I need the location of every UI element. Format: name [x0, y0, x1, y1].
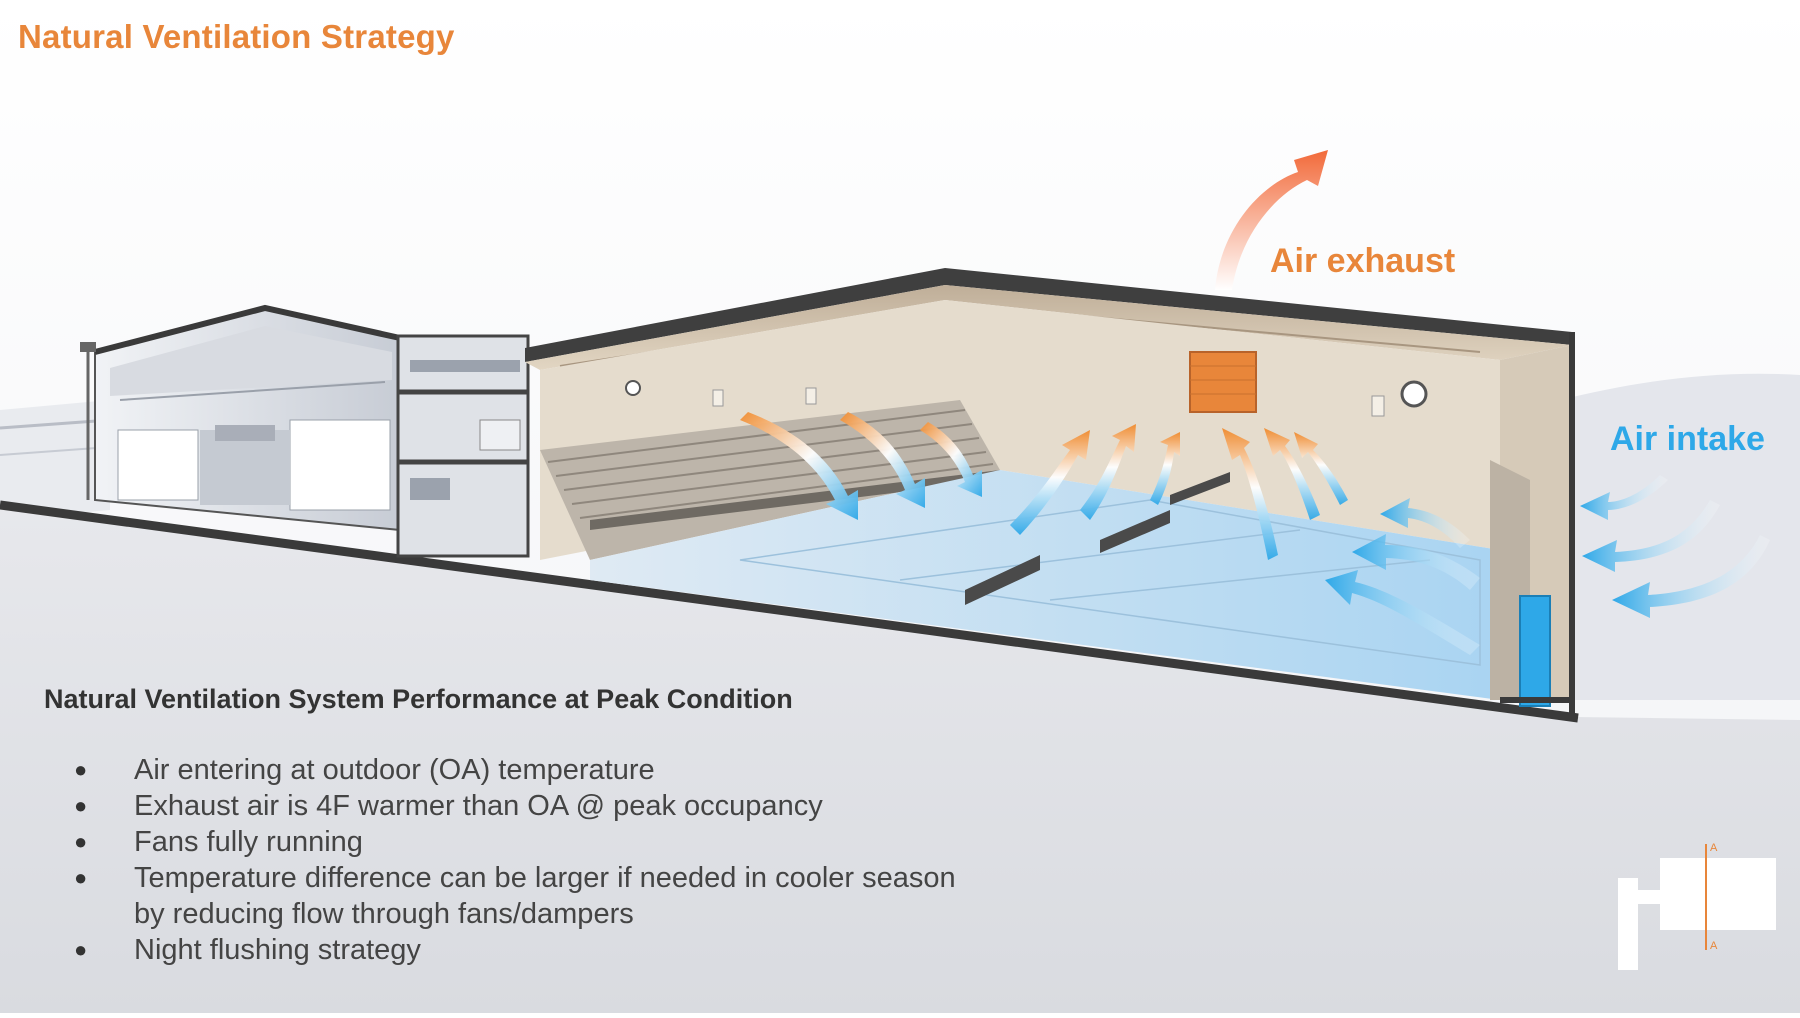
list-item: Night flushing strategy	[70, 932, 970, 968]
intake-louver	[1519, 595, 1551, 707]
section-mark-bottom: A	[1710, 940, 1718, 952]
left-gym-section	[80, 304, 401, 532]
air-exhaust-label: Air exhaust	[1270, 242, 1456, 280]
exhaust-louver	[1189, 351, 1257, 413]
performance-list: Air entering at outdoor (OA) temperature…	[70, 752, 970, 968]
intake-air-arrows	[1325, 475, 1770, 655]
descending-air-arrows	[740, 412, 982, 520]
air-intake-label: Air intake	[1610, 420, 1765, 458]
list-item: Exhaust air is 4F warmer than OA @ peak …	[70, 788, 970, 824]
section-mark-top: A	[1710, 842, 1718, 854]
list-item: Air entering at outdoor (OA) temperature	[70, 752, 970, 788]
performance-heading: Natural Ventilation System Performance a…	[44, 684, 793, 714]
section-key-thumbnail	[1618, 844, 1776, 970]
page-title: Natural Ventilation Strategy	[18, 18, 455, 55]
ground-section-line	[0, 500, 1579, 723]
connector-block-section	[396, 334, 530, 558]
exhaust-arrow	[1215, 150, 1328, 290]
rising-warm-air-arrows	[1010, 424, 1348, 560]
list-item: Temperature difference can be larger if …	[70, 860, 970, 932]
left-surroundings	[0, 400, 110, 520]
gym-floor	[590, 470, 1500, 700]
list-item: Fans fully running	[70, 824, 970, 860]
